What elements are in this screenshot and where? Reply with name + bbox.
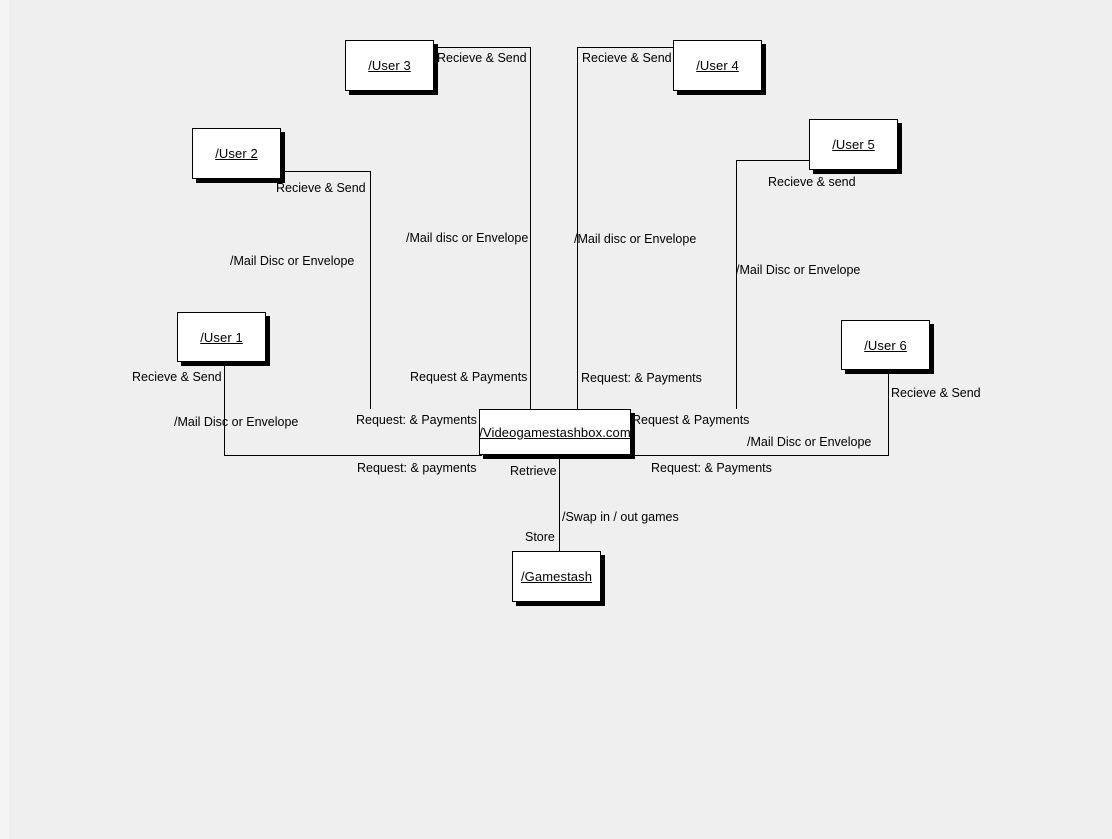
edge-label-user6-recieve-send: Recieve & Send [891,386,981,400]
node-user5[interactable]: /User 5 [809,119,898,170]
edge-user5-horizontal [736,160,810,161]
edge-label-hub-swap: /Swap in / out games [562,510,679,524]
edge-user2-horizontal [281,171,371,172]
edge-label-user6-mail: /Mail Disc or Envelope [747,435,872,449]
edge-label-user3-recieve-send: Recieve & Send [437,51,527,65]
edge-label-user5-request: Request & Payments [632,413,750,427]
node-gamestash-label: /Gamestash [520,569,593,584]
edge-label-user1-mail: /Mail Disc or Envelope [174,415,299,429]
node-user6[interactable]: /User 6 [841,320,930,370]
edge-user5-vertical [736,160,737,409]
edge-label-user1-request: Request: & payments [357,461,477,475]
edge-label-user4-mail: /Mail disc or Envelope [574,232,697,246]
left-edge-strip [0,0,9,839]
edge-user6-horizontal [631,455,889,456]
edge-user4-horizontal [577,47,673,48]
edge-label-user6-request: Request: & Payments [651,461,772,475]
node-user4-label: /User 4 [696,58,739,73]
edge-label-user5-mail: /Mail Disc or Envelope [736,263,861,277]
edge-user6-vertical [888,369,889,456]
node-user2-label: /User 2 [215,146,258,161]
edge-label-user4-recieve-send: Recieve & Send [582,51,672,65]
edge-label-user4-request: Request: & Payments [581,371,702,385]
edge-label-hub-retrieve: Retrieve [510,464,557,478]
edge-label-user3-mail: /Mail disc or Envelope [406,231,529,245]
node-videogamestashbox[interactable]: /Videogamestashbox.com [479,409,631,455]
edge-label-user2-mail: /Mail Disc or Envelope [230,254,355,268]
edge-user1-horizontal [224,455,482,456]
node-user4[interactable]: /User 4 [673,40,762,91]
node-user6-label: /User 6 [864,337,907,353]
node-user1-label: /User 1 [200,329,243,345]
edge-user4-vertical [577,47,578,409]
node-user1[interactable]: /User 1 [177,312,266,362]
edge-label-user1-recieve-send: Recieve & Send [132,370,222,384]
node-user2[interactable]: /User 2 [192,128,281,179]
node-videogamestashbox-label: /Videogamestashbox.com [479,424,631,440]
node-user5-label: /User 5 [832,137,875,152]
edge-hub-gamestash [559,453,560,552]
edge-label-user2-recieve-send: Recieve & Send [276,181,366,195]
edge-label-user3-request: Request & Payments [410,370,528,384]
edge-user2-vertical [370,171,371,409]
edge-user3-vertical [530,47,531,409]
node-user3[interactable]: /User 3 [345,40,434,91]
edge-user1-vertical [224,361,225,456]
edge-label-user5-recieve-send: Recieve & send [768,175,856,189]
edge-label-hub-store: Store [525,530,555,544]
edge-user3-horizontal [432,47,531,48]
node-gamestash[interactable]: /Gamestash [512,551,601,602]
node-user3-label: /User 3 [368,58,411,73]
edge-label-user2-request: Request: & Payments [356,413,477,427]
